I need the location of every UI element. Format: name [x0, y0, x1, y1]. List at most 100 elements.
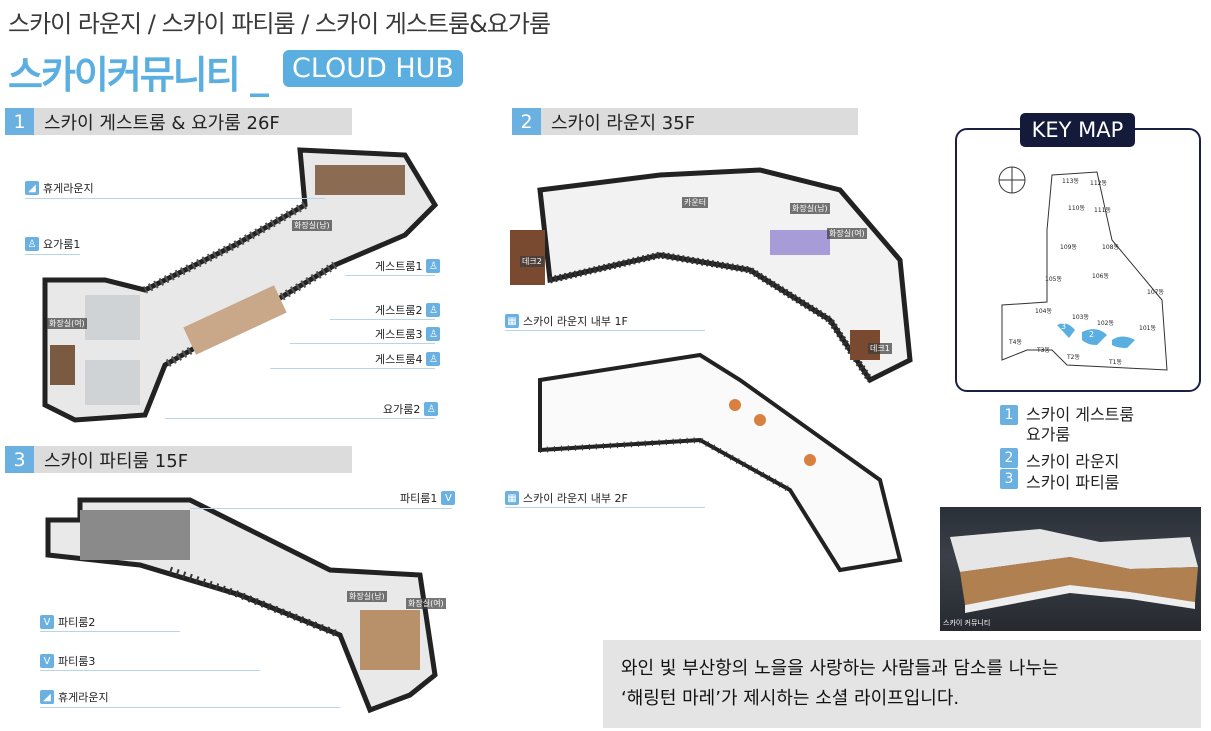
- leader-line: [40, 707, 340, 708]
- plan-label: 화장실(남): [347, 591, 387, 602]
- guest-icon: ♙: [426, 303, 441, 317]
- plan-label: 화장실(여): [47, 318, 87, 329]
- label-lounge-1f: ▦ 스카이 라운지 내부 1F: [505, 313, 628, 329]
- leader-line: [25, 198, 325, 199]
- building-label: T4동: [1009, 339, 1023, 346]
- guest-icon: ♙: [426, 259, 441, 273]
- label-guest-4: 게스트룸4♙: [375, 351, 441, 367]
- building-label: 105동: [1045, 276, 1062, 283]
- page-subtitle: 스카이 라운지 / 스카이 파티룸 / 스카이 게스트룸&요가룸: [8, 10, 551, 38]
- legend-item-3: 3 스카이 파티룸: [1000, 469, 1119, 493]
- lounge-icon: ◢: [25, 181, 39, 195]
- building-label: 108동: [1102, 244, 1119, 251]
- floorplan-26f: [42, 147, 439, 423]
- party-glass-icon: Ⅴ: [441, 491, 456, 505]
- label-party-3: Ⅴ 파티룸3: [40, 653, 95, 669]
- plan-label: 화장실(여): [406, 598, 446, 609]
- leader-line: [40, 670, 260, 671]
- party-glass-icon: Ⅴ: [40, 654, 54, 668]
- label-guest-1: 게스트룸1♙: [375, 258, 441, 274]
- party-glass-icon: Ⅴ: [40, 615, 54, 629]
- label-text: 휴게라운지: [58, 691, 109, 704]
- plan-label: 데크1: [868, 343, 892, 354]
- building-label: T1동: [1109, 359, 1123, 366]
- section-2-header: 2 스카이 라운지 35F: [512, 108, 858, 135]
- building-label: 102동: [1097, 320, 1114, 327]
- building-label: 113동: [1062, 178, 1079, 185]
- leader-line: [330, 319, 435, 320]
- label-text: 스카이 라운지 내부 2F: [523, 492, 628, 505]
- section-title: 스카이 게스트룸 & 요가룸 26F: [44, 112, 280, 134]
- building-icon: ▦: [505, 491, 519, 505]
- label-text: 게스트룸1: [375, 260, 423, 273]
- cloud-hub-badge: CLOUD HUB: [283, 50, 463, 87]
- building-label: 110동: [1068, 205, 1085, 212]
- key-map: 113동 112동 110동 111동 109동 108동 105동 106동 …: [955, 128, 1201, 392]
- plan-label: 화장실(여): [827, 228, 867, 239]
- plan-label: 데크2: [520, 256, 544, 267]
- message-line-1: 와인 빛 부산항의 노을을 사랑하는 사람들과 담소를 나누는: [621, 658, 1059, 679]
- building-label: 112동: [1090, 180, 1107, 187]
- label-party-2: Ⅴ 파티룸2: [40, 614, 95, 630]
- label-yoga-2: 요가룸2♙: [383, 401, 439, 417]
- leader-line: [270, 368, 435, 369]
- plan-label: 카운터: [682, 197, 709, 208]
- label-text: 파티룸2: [58, 616, 96, 629]
- yoga-icon: ♙: [25, 237, 39, 251]
- message-box: 와인 빛 부산항의 노을을 사랑하는 사람들과 담소를 나누는 ‘해링턴 마레’…: [603, 640, 1201, 728]
- leader-line: [40, 631, 180, 632]
- leader-line: [505, 330, 705, 331]
- section-number: 2: [512, 108, 541, 135]
- building-label: 104동: [1035, 308, 1052, 315]
- building-label: 109동: [1060, 244, 1077, 251]
- floorplan-15f: [45, 497, 438, 714]
- label-lounge: ◢ 휴게라운지: [25, 180, 94, 196]
- legend-label: 스카이 게스트룸: [1026, 405, 1135, 424]
- building-label: 103동: [1072, 314, 1089, 321]
- legend-number: 3: [1000, 469, 1018, 489]
- photo-caption: 스카이 커뮤니티: [943, 619, 991, 627]
- section-3-header: 3 스카이 파티룸 15F: [5, 446, 352, 473]
- legend-number: 2: [1000, 448, 1018, 468]
- label-lounge-2f: ▦ 스카이 라운지 내부 2F: [505, 490, 628, 506]
- leader-line: [25, 254, 80, 255]
- guest-icon: ♙: [426, 352, 441, 366]
- building-icon: ▦: [505, 314, 519, 328]
- section-title: 스카이 파티룸 15F: [44, 450, 189, 472]
- map-marker: 2: [1089, 330, 1095, 339]
- section-number: 1: [5, 108, 34, 135]
- label-guest-2: 게스트룸2♙: [375, 302, 441, 318]
- label-text: 게스트룸4: [375, 353, 423, 366]
- leader-line: [165, 418, 435, 419]
- building-label: 107동: [1147, 289, 1164, 296]
- site-map: [998, 166, 1168, 371]
- key-map-title: KEY MAP: [1020, 113, 1135, 147]
- label-text: 스카이 라운지 내부 1F: [523, 315, 628, 328]
- yoga-icon: ♙: [424, 402, 439, 416]
- section-number: 3: [5, 446, 34, 473]
- leader-line: [290, 343, 435, 344]
- map-marker: 1: [1119, 326, 1125, 335]
- guest-icon: ♙: [426, 327, 441, 341]
- section-title: 스카이 라운지 35F: [551, 112, 696, 134]
- building-label: 101동: [1139, 325, 1156, 332]
- label-text: 게스트룸2: [375, 304, 423, 317]
- label-text: 파티룸1: [400, 492, 438, 505]
- plan-label: 화장실(남): [790, 203, 830, 214]
- leader-line: [345, 275, 435, 276]
- sky-community-photo: 스카이 커뮤니티: [940, 507, 1201, 631]
- building-label: 106동: [1092, 273, 1109, 280]
- map-marker: 3: [1061, 322, 1067, 331]
- leader-line: [505, 507, 705, 508]
- label-text: 휴게라운지: [43, 182, 94, 195]
- legend-label: 스카이 파티룸: [1026, 473, 1120, 492]
- section-1-header: 1 스카이 게스트룸 & 요가룸 26F: [5, 108, 352, 135]
- legend-label: 요가룸: [1026, 425, 1071, 444]
- building-label: 111동: [1094, 207, 1111, 214]
- label-text: 파티룸3: [58, 655, 96, 668]
- lounge-icon: ◢: [40, 690, 54, 704]
- leader-line: [190, 508, 452, 509]
